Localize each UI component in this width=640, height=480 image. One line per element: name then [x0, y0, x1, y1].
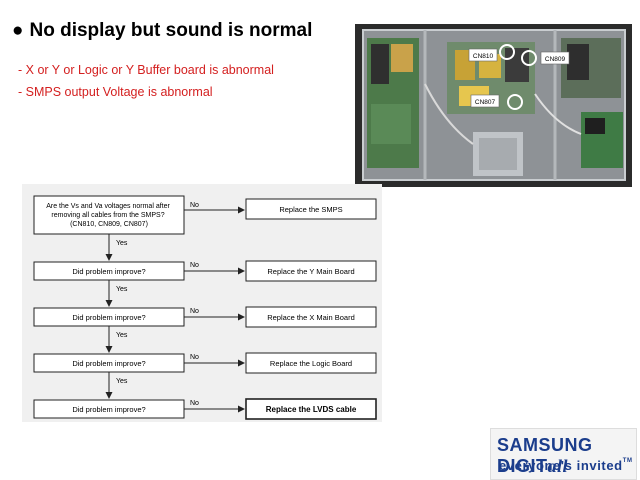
flowchart-drawing: Are the Vs and Va voltages normal after …	[33, 195, 377, 420]
action-box	[245, 398, 377, 420]
cause-item: - X or Y or Logic or Y Buffer board is a…	[18, 63, 274, 77]
action-text: Replace the Logic Board	[270, 359, 352, 368]
question-text: Did problem improve?	[72, 359, 145, 368]
samsung-logo: SAMSUNG DIGITall everyone's invitedTM	[490, 428, 637, 480]
connector-highlight	[499, 44, 515, 60]
yes-label: Yes	[116, 240, 128, 247]
action-text: Replace the Y Main Board	[267, 267, 354, 276]
question-text: Did problem improve?	[72, 405, 145, 414]
yes-label: Yes	[116, 286, 128, 293]
action-text: Replace the X Main Board	[267, 313, 355, 322]
action-box	[245, 260, 377, 282]
connector-label: CN810	[473, 53, 494, 60]
no-label: No	[190, 262, 199, 269]
slide-title-text: No display but sound is normal	[29, 20, 313, 41]
yes-label: Yes	[116, 378, 128, 385]
action-text: Replace the LVDS cable	[266, 405, 357, 414]
slide-title: ●No display but sound is normal	[12, 20, 312, 42]
no-label: No	[190, 202, 199, 209]
logo-brand: SAMSUNG DIGITall	[497, 435, 593, 476]
board-photo: CN810 CN809 CN807	[355, 24, 632, 187]
yes-label: Yes	[116, 332, 128, 339]
board-photo-drawing: CN810 CN809 CN807	[355, 24, 632, 187]
action-box	[245, 198, 377, 220]
no-label: No	[190, 354, 199, 361]
connector-label: CN809	[545, 56, 566, 63]
cause-item: - SMPS output Voltage is abnormal	[18, 85, 213, 99]
bullet-icon: ●	[12, 20, 24, 41]
action-text: Replace the SMPS	[279, 205, 342, 214]
connector-highlight	[507, 94, 523, 110]
no-label: No	[190, 308, 199, 315]
question-text: Did problem improve?	[72, 313, 145, 322]
connector-label: CN807	[475, 99, 496, 106]
action-box	[245, 352, 377, 374]
connector-highlight	[521, 50, 537, 66]
question-text: Are the Vs and Va voltages normal after …	[46, 203, 172, 228]
troubleshooting-flowchart: Are the Vs and Va voltages normal after …	[22, 184, 382, 422]
logo-tagline: everyone's invitedTM	[499, 458, 633, 473]
no-label: No	[190, 400, 199, 407]
action-box	[245, 306, 377, 328]
question-text: Did problem improve?	[72, 267, 145, 276]
question-box	[33, 195, 185, 235]
